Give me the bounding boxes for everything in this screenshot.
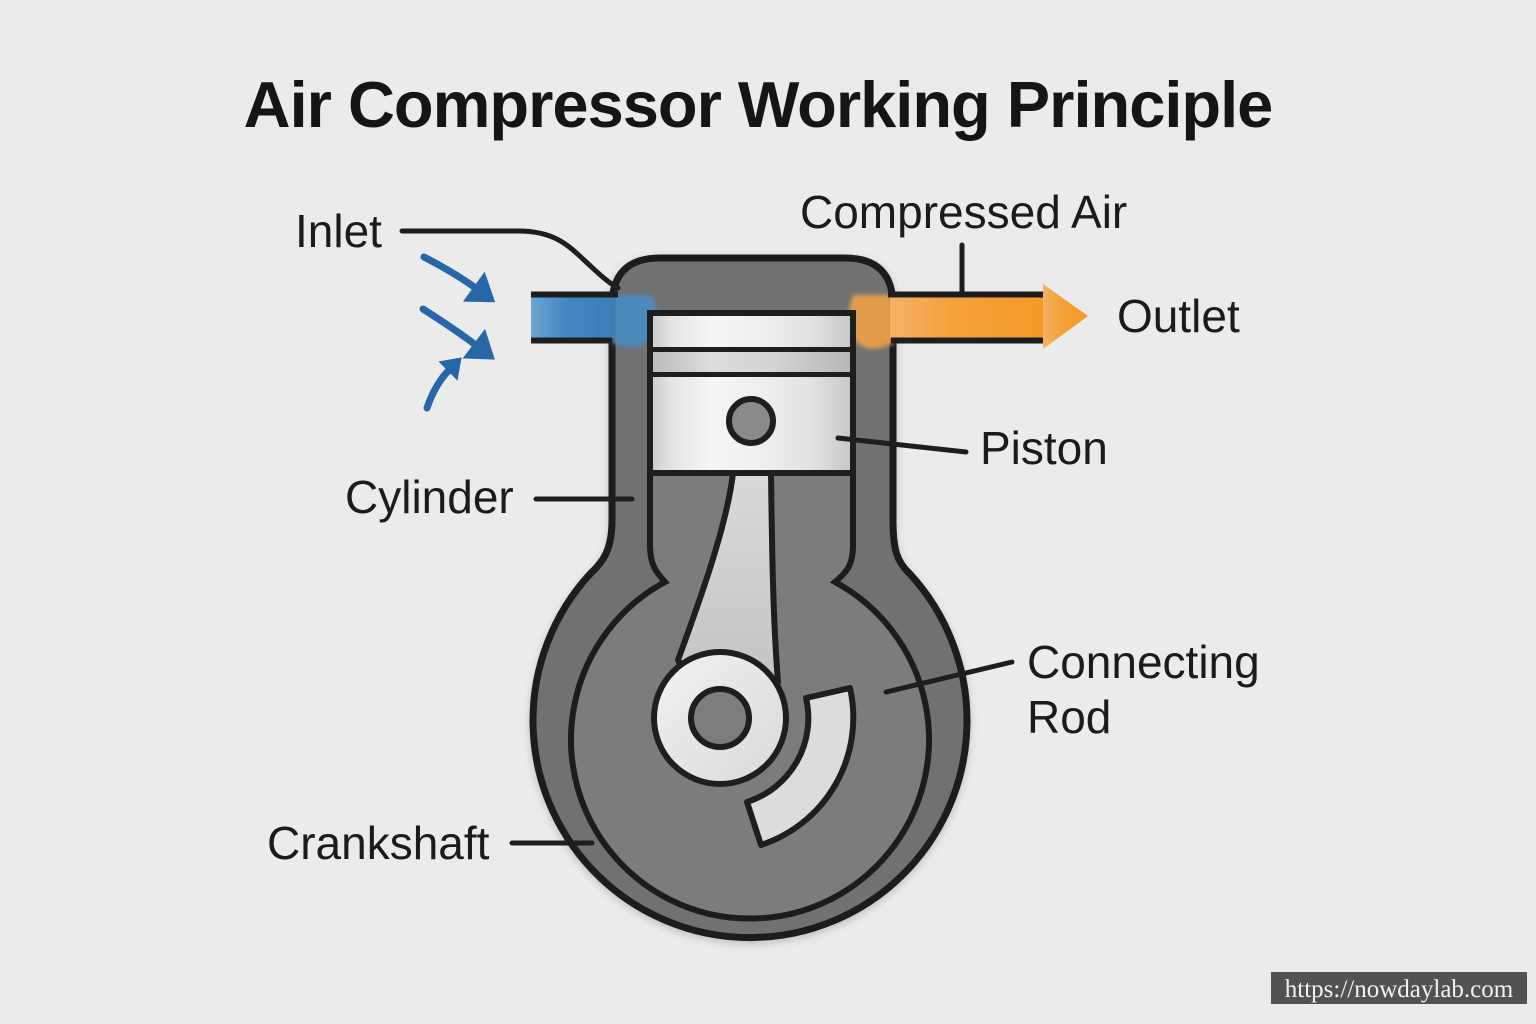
inlet-pipe bbox=[531, 291, 618, 344]
piston-leader-line bbox=[835, 435, 969, 455]
outlet-port-glow bbox=[848, 295, 893, 349]
watermark-url: https://nowdaylab.com bbox=[1285, 976, 1514, 1003]
page-title: Air Compressor Working Principle bbox=[244, 68, 1273, 141]
label-cylinder: Cylinder bbox=[345, 471, 514, 523]
piston-ring-band bbox=[650, 352, 853, 372]
label-crankshaft: Crankshaft bbox=[267, 817, 490, 869]
inlet-pipe-fill bbox=[531, 297, 615, 338]
watermark-background bbox=[1271, 972, 1527, 1004]
inlet-airflow-arrows bbox=[419, 253, 496, 412]
outlet-arrowhead bbox=[1043, 284, 1088, 349]
crankshaft-hub bbox=[688, 686, 752, 750]
leader-lines bbox=[399, 228, 1015, 846]
outlet-pipe bbox=[888, 284, 1088, 349]
inlet-leader-line bbox=[399, 228, 621, 291]
piston-assembly bbox=[647, 310, 856, 476]
air-flow-arrow-icon bbox=[419, 305, 495, 360]
crank-counterweight bbox=[744, 685, 857, 848]
label-inlet: Inlet bbox=[295, 205, 382, 257]
inlet-port-glow bbox=[612, 295, 657, 348]
air-flow-arrow-icon bbox=[423, 357, 462, 412]
piston-outline bbox=[647, 310, 856, 476]
label-connecting-rod-line1: Connecting bbox=[1027, 636, 1260, 688]
label-piston: Piston bbox=[980, 422, 1108, 474]
piston-body bbox=[650, 313, 853, 473]
air-flow-arrow-icon bbox=[420, 253, 496, 303]
watermark: https://nowdaylab.com bbox=[1271, 972, 1527, 1004]
outlet-pipe-fill bbox=[890, 297, 1045, 338]
label-connecting-rod-line2: Rod bbox=[1027, 691, 1111, 743]
label-outlet: Outlet bbox=[1117, 290, 1240, 342]
crank-mechanism bbox=[651, 470, 857, 848]
piston-wrist-pin bbox=[726, 396, 776, 446]
connecting-rod-leader-line bbox=[883, 659, 1015, 695]
label-compressed-air: Compressed Air bbox=[800, 186, 1127, 238]
